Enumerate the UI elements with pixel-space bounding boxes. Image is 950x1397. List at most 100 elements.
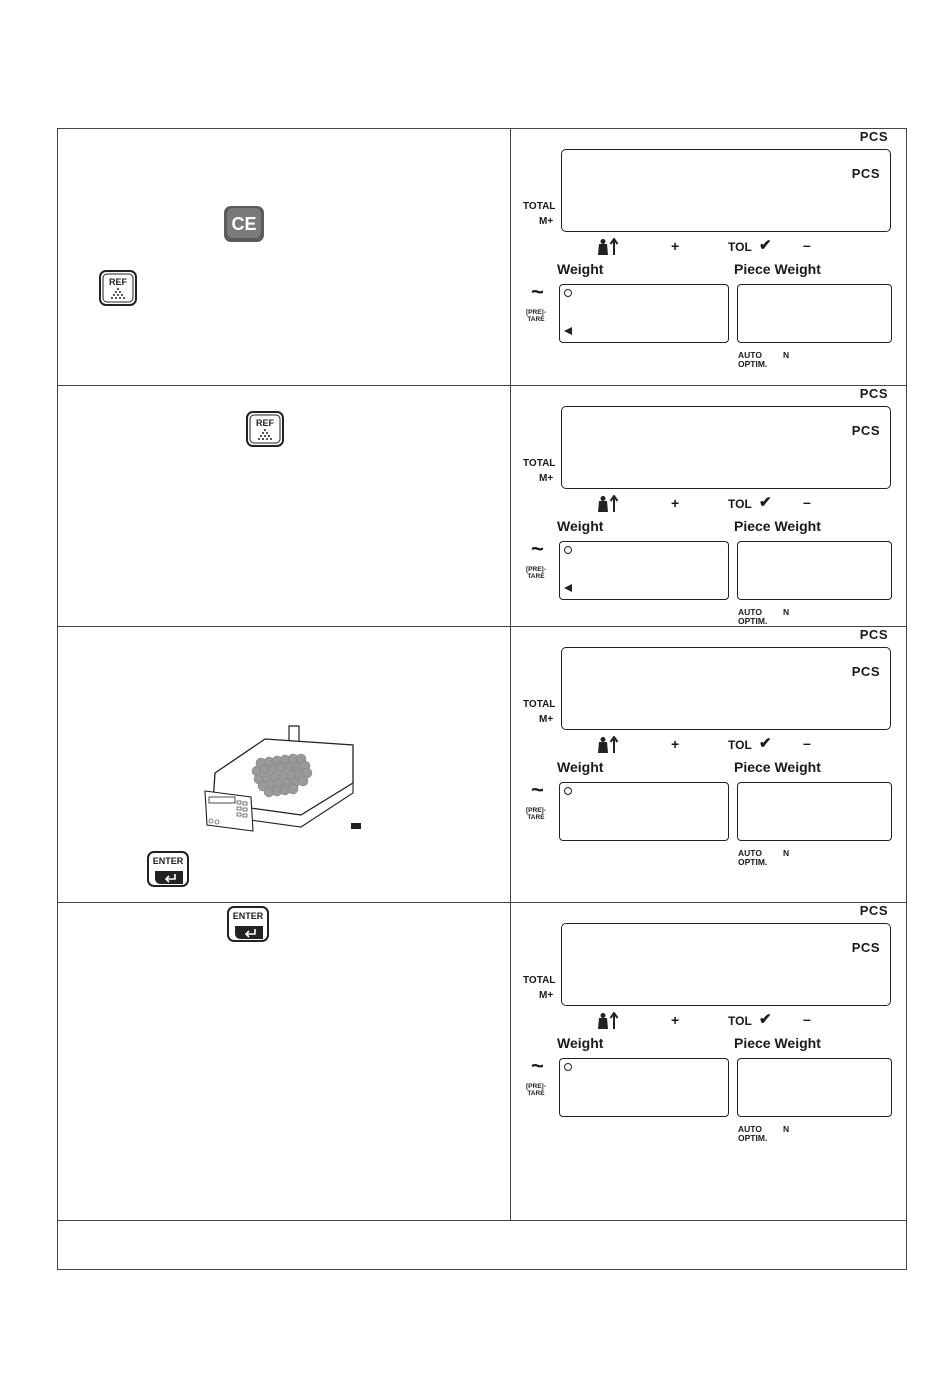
column-divider [510,129,511,1220]
ref-key-label: REF [109,277,128,287]
plus-indicator: + [671,736,680,752]
footer-row [58,1221,906,1269]
piece-weight-label: Piece Weight [734,1035,821,1051]
n-label: N [783,1124,790,1134]
weight-label: Weight [557,759,604,775]
ce-key-icon: CE [223,205,265,248]
weight-display [559,1058,729,1117]
ref-key-icon: REF [99,270,137,311]
piece-weight-display [737,284,892,343]
row-divider [58,626,906,627]
tol-indicator: TOL [728,240,752,254]
weight-label: Weight [557,518,604,534]
mplus-label: M+ [539,714,554,725]
piece-weight-label: Piece Weight [734,518,821,534]
minus-indicator: – [803,237,811,253]
pretare-label: [PRE]-TARE [526,309,546,323]
weight-display [559,284,729,343]
pretare-label: [PRE]-TARE [526,566,546,580]
mplus-label: M+ [539,216,554,227]
total-label: TOTAL [523,458,556,469]
n-label: N [783,607,790,617]
n-label: N [783,848,790,858]
total-label: TOTAL [523,699,556,710]
weight-label: Weight [557,1035,604,1051]
row-divider [58,902,906,903]
indicator-row: + TOL ✔ – [511,494,906,516]
row-divider [58,385,906,386]
pre-text: [PRE]- [526,1083,546,1090]
zero-indicator [564,787,572,795]
display-cell: PCS PCS TOTAL M+ + TOL ✔ – Weight Piece … [511,129,906,385]
piece-weight-label: Piece Weight [734,759,821,775]
step-row-3: ENTER PCS PCS TOTAL M+ + TOL ✔ – [58,627,906,902]
pcs-inner-label: PCS [851,940,880,955]
auto-text: AUTO [738,607,762,617]
mplus-label: M+ [539,990,554,1001]
step-row-4: ENTER PCS PCS TOTAL M+ + TOL ✔ – [58,903,906,1220]
plus-indicator: + [671,1012,680,1028]
weight-arrow-icon [598,495,619,512]
optim-text: OPTIM. [738,1133,768,1143]
tol-indicator: TOL [728,738,752,752]
instruction-cell: ENTER [58,903,510,1220]
pcs-inner-label: PCS [851,664,880,679]
check-icon: ✔ [759,735,772,752]
weight-display [559,782,729,841]
ref-key-icon: REF [246,411,284,452]
indicator-row: + TOL ✔ – [511,735,906,757]
minus-indicator: – [803,1011,811,1027]
pre-text: [PRE]- [526,807,546,814]
pretare-label: [PRE]-TARE [526,807,546,821]
weight-display [559,541,729,600]
instruction-cell: REF [58,386,510,626]
total-label: TOTAL [523,975,556,986]
main-display: PCS [561,406,891,489]
indicator-row: + TOL ✔ – [511,1011,906,1033]
plus-indicator: + [671,238,680,254]
check-icon: ✔ [759,1011,772,1028]
stable-tilde: ~ [531,536,544,561]
stable-tilde: ~ [531,777,544,802]
n-label: N [783,350,790,360]
piece-weight-label: Piece Weight [734,261,821,277]
optim-text: OPTIM. [738,616,768,626]
ce-key-label: CE [231,214,256,234]
pre-text: [PRE]- [526,566,546,573]
scale-display: PCS PCS TOTAL M+ + TOL ✔ – Weight Piece … [511,627,906,877]
step-row-2: REF PCS PCS TOTAL M+ + TOL ✔ – [58,386,906,626]
zero-indicator [564,1063,572,1071]
piece-weight-display [737,1058,892,1117]
tare-text: TARE [527,814,545,821]
piece-weight-display [737,782,892,841]
enter-key-label: ENTER [233,911,264,921]
pcs-top-label: PCS [859,129,888,144]
scale-display: PCS PCS TOTAL M+ + TOL ✔ – Weight Piece … [511,903,906,1153]
weight-label: Weight [557,261,604,277]
optim-text: OPTIM. [738,359,768,369]
main-display: PCS [561,647,891,730]
tol-indicator: TOL [728,1014,752,1028]
auto-text: AUTO [738,848,762,858]
row-divider [58,1220,906,1221]
pcs-inner-label: PCS [851,166,880,181]
display-cell: PCS PCS TOTAL M+ + TOL ✔ – Weight Piece … [511,386,906,626]
stable-tilde: ~ [531,1053,544,1078]
instruction-cell: ENTER [58,627,510,902]
check-icon: ✔ [759,237,772,254]
pcs-top-label: PCS [859,386,888,401]
stable-tilde: ~ [531,279,544,304]
display-cell: PCS PCS TOTAL M+ + TOL ✔ – Weight Piece … [511,627,906,902]
auto-text: AUTO [738,1124,762,1134]
tare-arrow-icon [564,327,572,335]
scale-with-parts-illustration [203,723,363,843]
minus-indicator: – [803,494,811,510]
zero-indicator [564,546,572,554]
enter-key-icon: ENTER [227,906,269,947]
total-label: TOTAL [523,201,556,212]
pcs-top-label: PCS [859,903,888,918]
